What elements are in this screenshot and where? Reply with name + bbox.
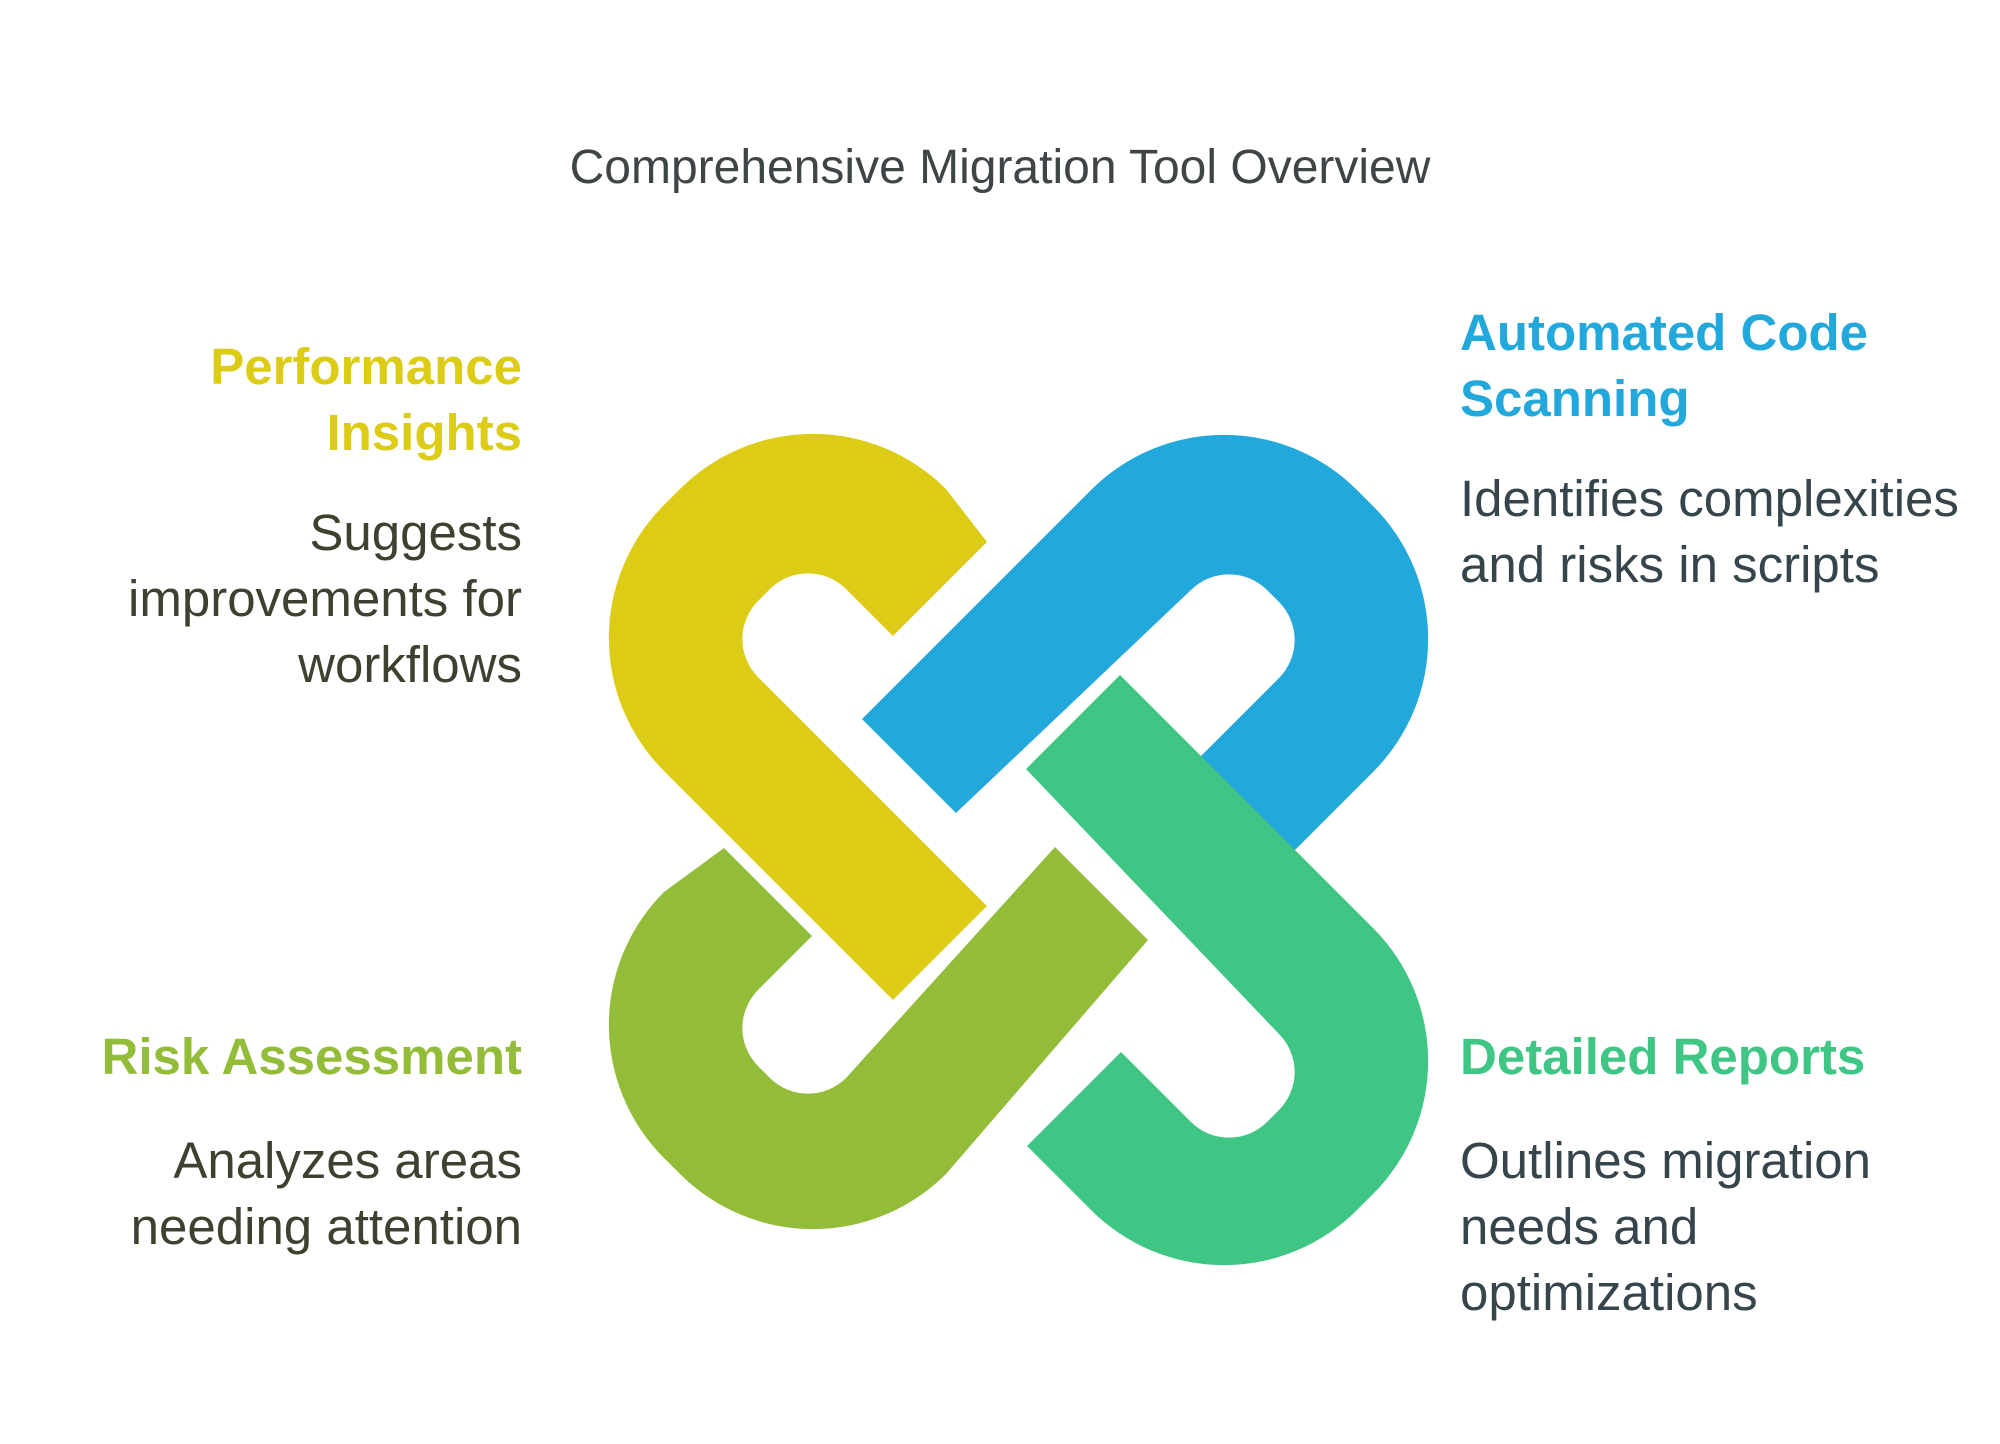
detailed-reports-description: Outlines migration needs and optimizatio… [1460,1132,1872,1321]
risk-link-shape [608,847,1148,1230]
performance-insights-heading: Performance Insights [210,338,522,461]
performance-insights-description: Suggests improvements for workflows [128,504,522,693]
risk-assessment-heading: Risk Assessment [101,1028,522,1085]
detailed-reports-block: Detailed Reports Outlines migration need… [1460,1024,1980,1326]
performance-insights-block: Performance Insights Suggests improvemen… [60,334,522,698]
performance-link-shape [608,433,987,1000]
automated-code-scanning-block: Automated Code Scanning Identifies compl… [1460,300,1980,598]
risk-assessment-block: Risk Assessment Analyzes areas needing a… [60,1024,522,1260]
diagram-title: Comprehensive Migration Tool Overview [569,141,1431,194]
automated-code-scanning-description: Identifies complexities and risks in scr… [1460,470,1959,593]
automated-link-shape [862,434,1429,852]
automated-code-scanning-heading: Automated Code Scanning [1460,304,1868,427]
reports-link-shape [1026,675,1429,1266]
detailed-reports-heading: Detailed Reports [1460,1028,1866,1085]
risk-assessment-description: Analyzes areas needing attention [130,1132,522,1255]
